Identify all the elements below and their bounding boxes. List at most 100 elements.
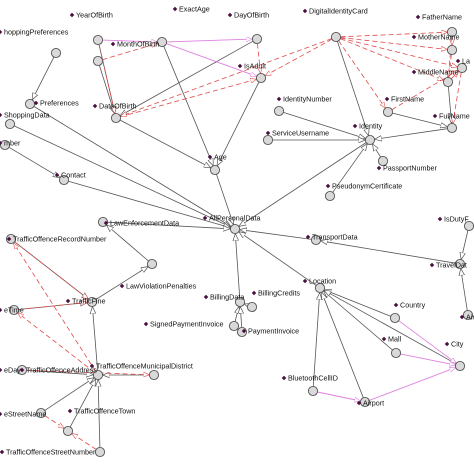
node-circle[interactable]	[148, 369, 160, 381]
node-circle[interactable]	[146, 258, 158, 270]
node-first-name[interactable]: FirstName	[382, 95, 424, 118]
node-circle[interactable]	[251, 33, 263, 45]
node-is-adult[interactable]: IsAdult	[237, 62, 267, 84]
node-circle[interactable]	[324, 190, 336, 202]
node-traffic-offence-municipal-district[interactable]: TrafficOffenceMunicipalDistrict	[89, 362, 193, 381]
edge-disjoint-la-to-full-name	[453, 72, 462, 124]
edge-subclass-billing-data-to-all-personal-data	[235, 234, 241, 298]
edge-disjoint-digital-identity-card-to-father-name	[340, 32, 448, 38]
node-circle[interactable]	[92, 55, 104, 67]
node-contact[interactable]: Contact	[54, 171, 86, 186]
node-circle[interactable]	[234, 296, 246, 308]
edge-disjoint-digital-identity-card-to-first-name	[338, 40, 386, 108]
node-law-violation-penalties[interactable]: LawViolationPenalties	[119, 258, 197, 291]
node-circle[interactable]	[307, 385, 319, 397]
node-circle[interactable]	[4, 118, 16, 130]
node-preferences[interactable]: Preferences	[24, 98, 79, 110]
node-mother-name[interactable]: MotherName	[411, 33, 460, 56]
node-country[interactable]: Country	[389, 301, 426, 324]
node-full-name[interactable]: FullName	[432, 112, 470, 134]
node-circle[interactable]	[310, 234, 322, 246]
node-circle[interactable]	[364, 134, 376, 146]
node-mall[interactable]: Mall	[381, 335, 402, 359]
node-bluetooth-cell-id[interactable]: BluetoothCellID	[281, 374, 338, 397]
node-offence-time[interactable]: eTime	[0, 304, 24, 316]
node-circle[interactable]	[446, 26, 458, 38]
node-circle[interactable]	[229, 223, 241, 235]
node-circle[interactable]	[246, 301, 258, 313]
node-circle[interactable]	[446, 44, 458, 56]
node-circle[interactable]	[255, 72, 267, 84]
node-travel-dat[interactable]: TravelDat	[429, 258, 467, 270]
node-signed-payment-invoice[interactable]: SignedPaymentInvoice	[143, 320, 240, 332]
node-circle[interactable]	[62, 425, 74, 437]
node-traffic-fine[interactable]: TrafficFine	[65, 296, 106, 308]
node-circle[interactable]	[209, 164, 221, 176]
node-law-enforcement-data[interactable]: LawEnforcementData	[97, 216, 179, 228]
node-circle[interactable]	[262, 134, 274, 146]
node-circle[interactable]	[110, 112, 122, 124]
node-circle[interactable]	[86, 296, 98, 308]
node-air-t[interactable]: AirT	[459, 309, 474, 322]
label-diamond-icon	[352, 123, 358, 129]
node-service-username[interactable]: ServiceUsername	[262, 129, 329, 146]
label-diamond-icon	[437, 216, 443, 222]
node-circle[interactable]	[377, 155, 389, 167]
node-circle[interactable]	[446, 122, 458, 134]
node-passport-number[interactable]: PassportNumber	[376, 155, 438, 173]
node-circle[interactable]	[35, 407, 47, 419]
node-circle[interactable]	[0, 139, 11, 151]
node-month-of-birth[interactable]: MonthOfBirth	[92, 40, 159, 67]
node-airport[interactable]: Airport	[356, 396, 384, 408]
node-traffic-offence-record-number[interactable]: TrafficOffenceRecordNumber	[5, 233, 107, 245]
node-circle[interactable]	[94, 446, 106, 458]
node-city[interactable]: City	[444, 340, 466, 372]
node-circle[interactable]	[50, 47, 62, 59]
label-diamond-icon	[69, 12, 75, 18]
node-circle[interactable]	[462, 309, 474, 321]
node-circle[interactable]	[454, 258, 466, 270]
node-circle[interactable]	[389, 312, 401, 324]
node-shopping-data[interactable]: ShoppingData	[0, 111, 50, 130]
node-identity-number[interactable]: IdentityNumber	[273, 95, 332, 117]
node-circle[interactable]	[456, 62, 468, 74]
node-day-of-birth[interactable]: DayOfBirth	[227, 11, 269, 45]
node-pseudonym-certificate[interactable]: PseudonymCertificate	[324, 182, 402, 202]
node-traffic-offence-street-number[interactable]: TrafficOffenceStreetNumber	[0, 446, 106, 458]
node-all-personal-data[interactable]: AllPersonalData	[202, 214, 261, 235]
node-circle[interactable]	[390, 347, 402, 359]
node-billing-credits[interactable]: BillingCredits	[246, 289, 300, 313]
label-diamond-icon	[67, 408, 73, 414]
node-year-of-birth[interactable]: YearOfBirth	[69, 11, 113, 46]
node-shopping-preferences[interactable]: hoppingPreferences	[0, 28, 69, 59]
node-circle[interactable]	[156, 36, 168, 48]
node-circle[interactable]	[8, 304, 20, 316]
node-circle[interactable]	[359, 396, 371, 408]
node-is-duty-f[interactable]: IsDutyF	[437, 215, 474, 232]
node-circle[interactable]	[454, 360, 466, 372]
node-circle[interactable]	[314, 282, 326, 294]
node-circle[interactable]	[382, 106, 394, 118]
node-payment-invoice[interactable]: PaymentInvoice	[236, 327, 299, 338]
node-label: IdentityNumber	[283, 95, 332, 104]
node-circle[interactable]	[58, 174, 70, 186]
node-circle[interactable]	[92, 34, 104, 46]
label-diamond-icon	[325, 183, 331, 189]
edge-equivalent-exact-age-to-is-adult	[166, 43, 256, 77]
node-la[interactable]: La	[455, 57, 470, 74]
node-circle[interactable]	[228, 320, 240, 332]
node-billing-data[interactable]: BillingData	[203, 293, 246, 308]
node-location[interactable]: Location	[302, 277, 336, 294]
node-circle[interactable]	[442, 76, 454, 88]
node-traffic-offence-address[interactable]: TrafficOffenceAddress	[19, 366, 104, 381]
node-age[interactable]: Age	[207, 153, 227, 176]
node-circle[interactable]	[24, 98, 36, 110]
node-number[interactable]: mber	[0, 139, 21, 151]
edge-subclass-shopping-data-to-all-personal-data	[14, 125, 231, 227]
node-date-of-birth[interactable]: DateOfBirth	[92, 102, 137, 124]
node-circle[interactable]	[92, 369, 104, 381]
node-middle-name[interactable]: MiddleName	[411, 68, 459, 88]
node-circle[interactable]	[330, 31, 342, 43]
node-offence-street-name[interactable]: eStreetName	[0, 407, 47, 419]
node-circle[interactable]	[273, 105, 285, 117]
